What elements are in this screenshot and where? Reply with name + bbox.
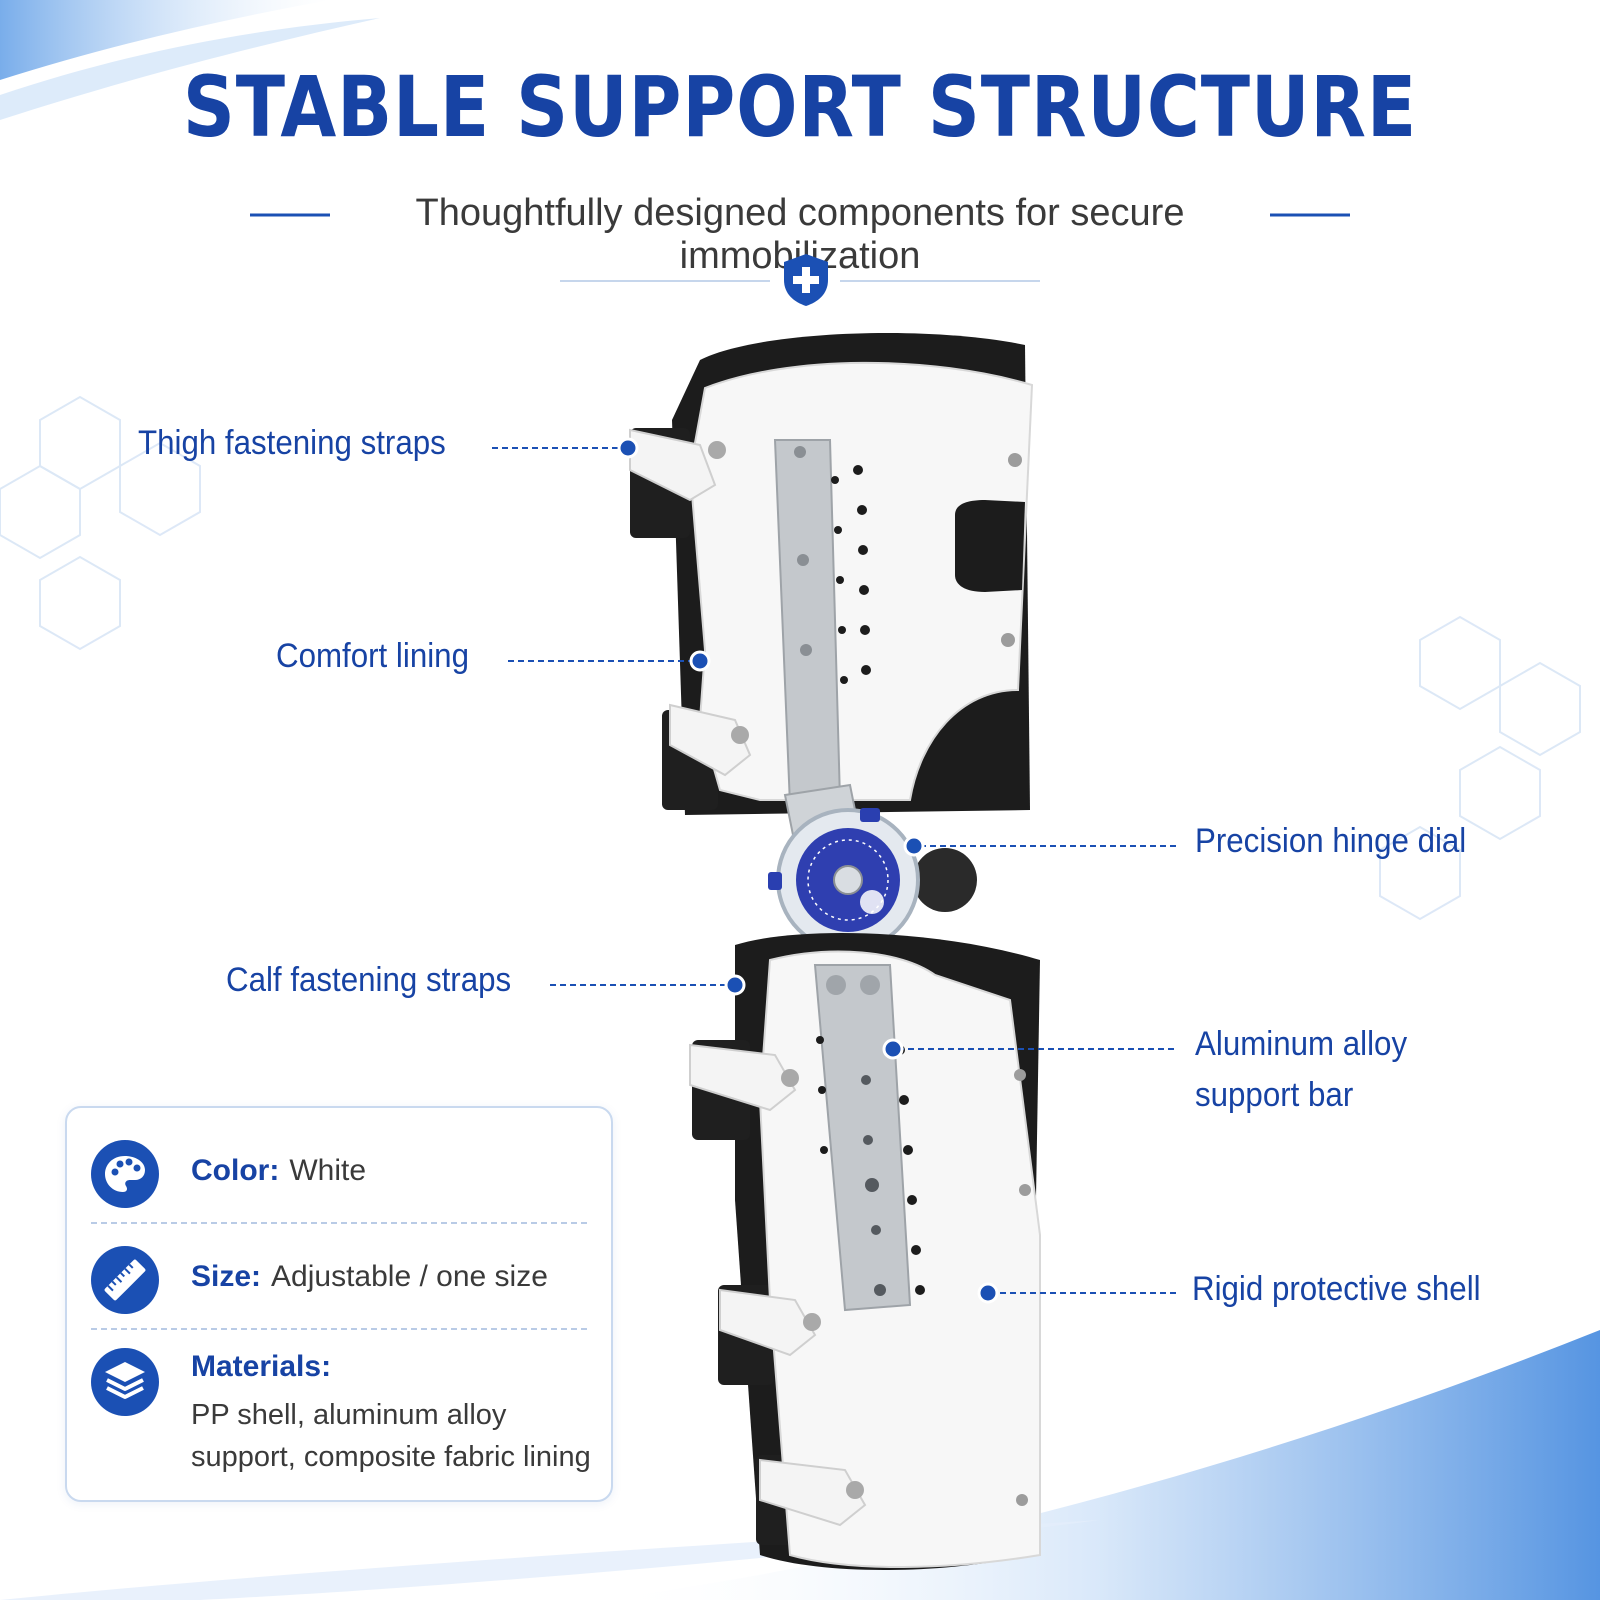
hex-pattern-left [0, 395, 201, 651]
hex-pattern-right [1379, 615, 1581, 921]
protective-shell-marker [977, 1282, 999, 1304]
support-bar-marker [882, 1038, 904, 1060]
page-title: STABLE SUPPORT STRUCTURE [182, 58, 1418, 156]
comfort-lining-label: Comfort lining [276, 637, 469, 675]
support-bar-label-line2: support bar [1195, 1076, 1354, 1114]
materials-value: PP shell, aluminum alloy support, compos… [191, 1399, 591, 1473]
spec-row-color: Color: White [67, 1134, 611, 1214]
page-subtitle: Thoughtfully designed components for sec… [415, 192, 1185, 277]
thigh-straps-label: Thigh fastening straps [138, 424, 446, 462]
ruler-icon [91, 1246, 159, 1314]
materials-key: Materials: [191, 1350, 332, 1383]
spec-row-materials: Materials: PP shell, aluminum alloy supp… [67, 1344, 611, 1494]
thigh-perforations [831, 465, 871, 684]
palette-icon [91, 1140, 159, 1208]
color-value: White [289, 1154, 367, 1187]
medical-shield-icon [784, 254, 828, 306]
calf-straps-marker [724, 974, 746, 996]
spec-divider [91, 1222, 587, 1224]
bar-holes [861, 1075, 886, 1296]
size-value: Adjustable / one size [271, 1260, 548, 1293]
calf-perforations [816, 1036, 925, 1295]
protective-shell-label: Rigid protective shell [1192, 1270, 1481, 1308]
hinge-dial-marker [903, 835, 925, 857]
top-swoosh [0, 0, 330, 80]
thigh-straps-marker [617, 437, 639, 459]
layers-icon [91, 1348, 159, 1416]
spec-row-size: Size: Adjustable / one size [67, 1240, 611, 1320]
spec-divider [91, 1328, 587, 1330]
calf-straps-label: Calf fastening straps [226, 961, 512, 999]
comfort-lining-marker [689, 650, 711, 672]
support-bar-label-line1: Aluminum alloy [1195, 1025, 1408, 1063]
bottom-swoosh [600, 1330, 1600, 1600]
hinge-dial-label: Precision hinge dial [1195, 822, 1467, 860]
hinge-dial-back [913, 848, 977, 912]
spec-card: Color:White Size:Adjust [65, 1106, 613, 1502]
color-key: Color: [191, 1154, 280, 1187]
size-key: Size: [191, 1260, 262, 1293]
subtitle-rules [250, 213, 1350, 282]
